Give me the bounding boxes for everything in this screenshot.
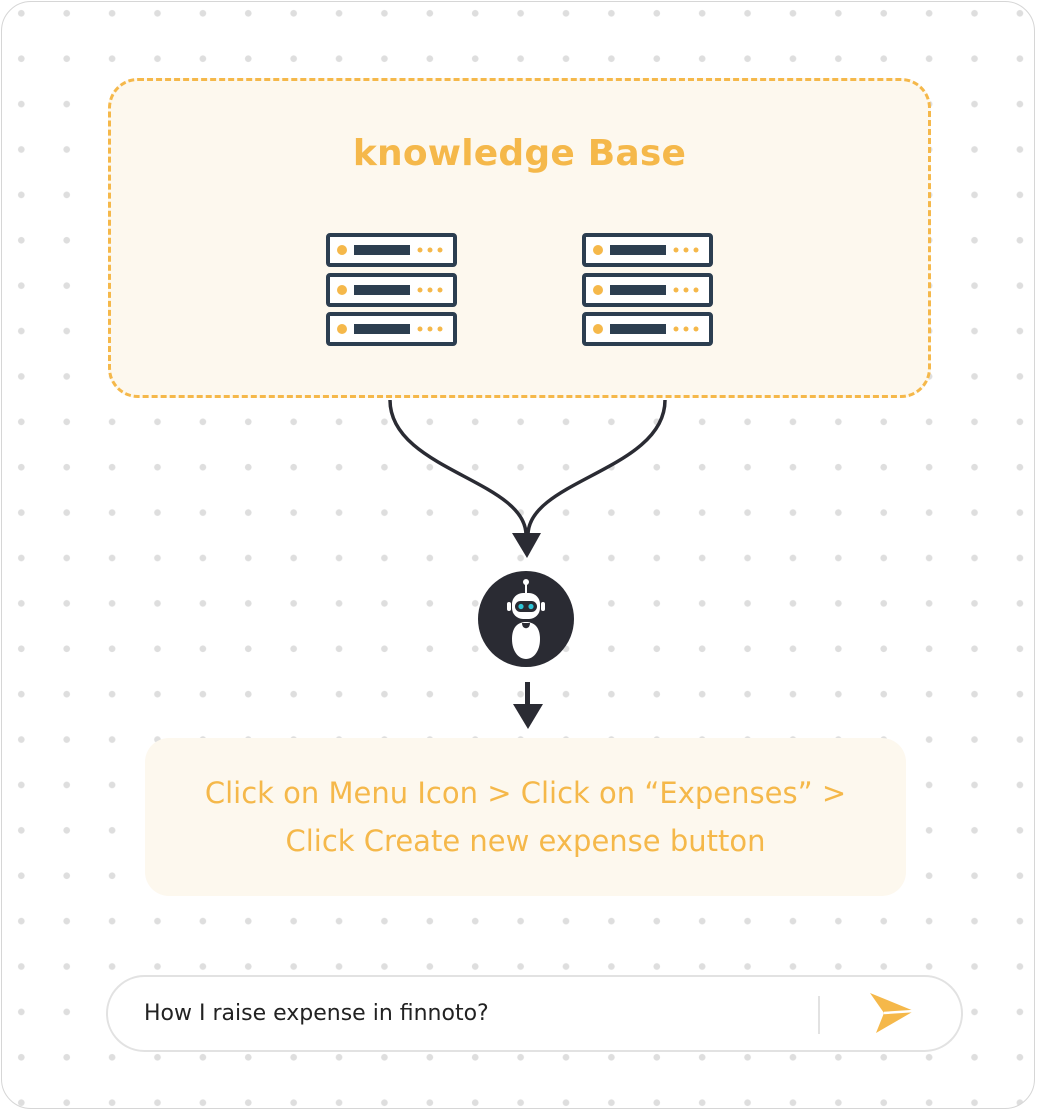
send-icon bbox=[870, 993, 915, 1033]
answer-box: Click on Menu Icon > Click on “Expenses”… bbox=[145, 738, 906, 896]
chat-input-bar bbox=[106, 975, 963, 1052]
server-icon bbox=[582, 233, 713, 346]
answer-line-2: Click Create new expense button bbox=[285, 824, 766, 858]
robot-icon bbox=[478, 571, 574, 667]
input-divider bbox=[818, 996, 820, 1034]
send-button[interactable] bbox=[868, 991, 916, 1037]
chat-message-input[interactable] bbox=[144, 977, 804, 1050]
knowledge-base-box: knowledge Base bbox=[108, 78, 931, 398]
answer-line-1: Click on Menu Icon > Click on “Expenses”… bbox=[204, 776, 847, 810]
server-icon bbox=[326, 233, 457, 346]
knowledge-base-title: knowledge Base bbox=[352, 133, 687, 174]
